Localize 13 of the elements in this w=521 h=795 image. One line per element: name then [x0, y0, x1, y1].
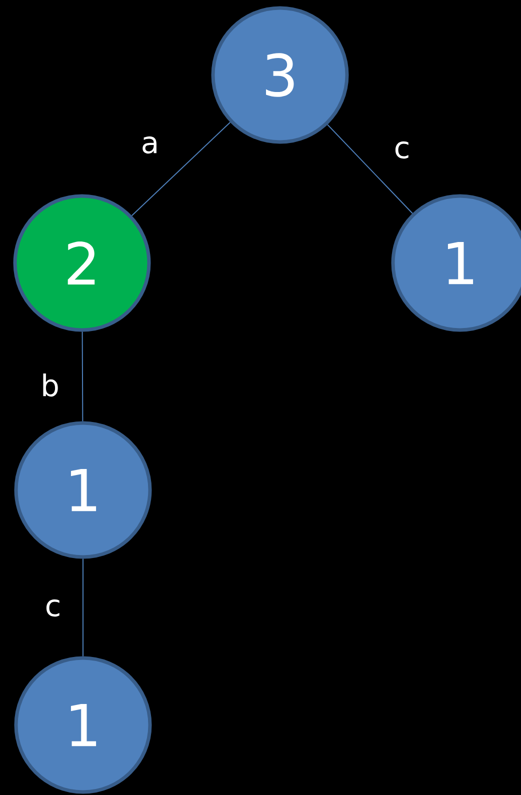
connector-line	[131, 122, 231, 216]
circle-node: 1	[391, 194, 521, 332]
connector-line	[327, 124, 413, 214]
edge-label: c	[395, 141, 408, 159]
connector-line	[82, 331, 84, 422]
circle-node: 1	[14, 421, 152, 559]
circle-node: 2	[13, 194, 151, 332]
connector-line	[82, 558, 84, 657]
edge-label: c	[46, 599, 60, 617]
circle-node: 3	[211, 6, 349, 144]
edge-label: a	[142, 136, 156, 154]
circle-node: 1	[14, 656, 152, 794]
edge-label: b	[43, 373, 58, 397]
